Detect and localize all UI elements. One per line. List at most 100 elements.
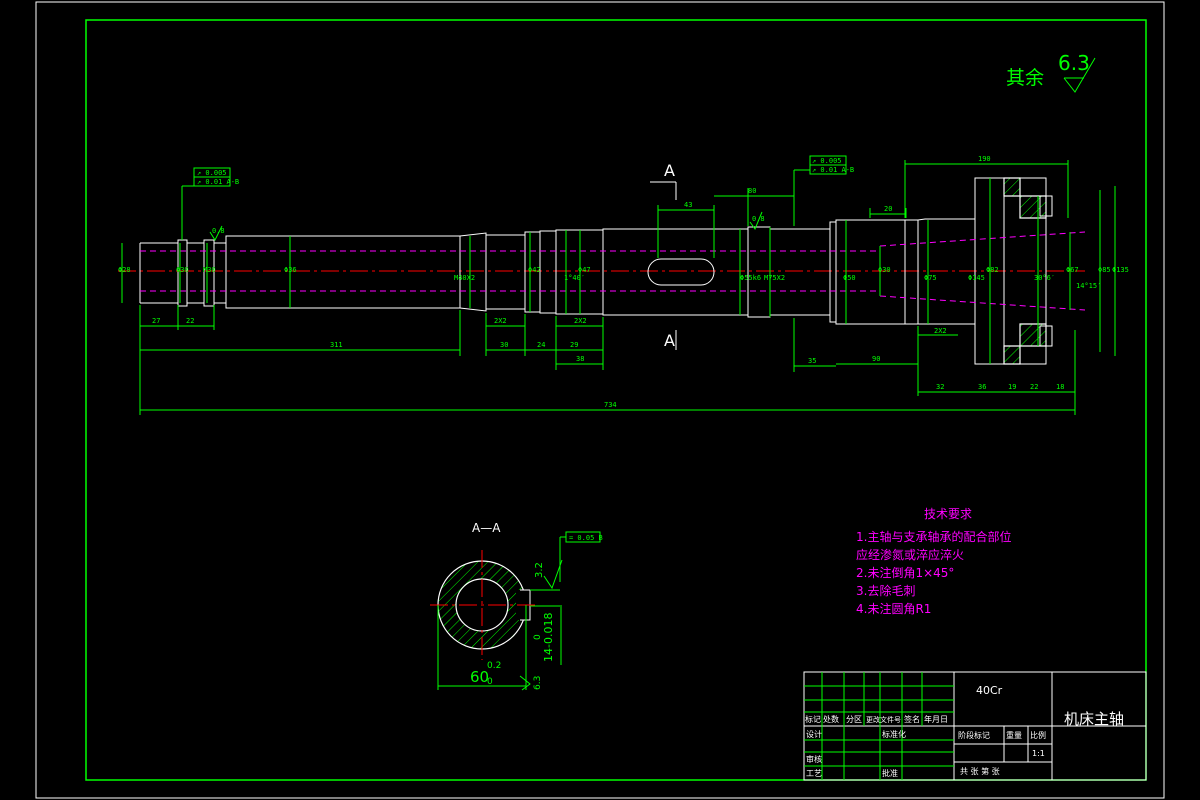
svg-text:Φ145: Φ145 xyxy=(968,274,985,282)
svg-text:A: A xyxy=(664,161,675,180)
svg-text:20: 20 xyxy=(884,205,892,213)
svg-text:80: 80 xyxy=(748,187,756,195)
tolerance-frame-right: ↗ 0.005 ↗ 0.01 A-B xyxy=(793,155,854,226)
svg-text:设计: 设计 xyxy=(806,729,822,739)
svg-text:2.未注倒角1×45°: 2.未注倒角1×45° xyxy=(856,565,954,580)
tech-requirements: 技术要求 1.主轴与支承轴承的配合部位 应经渗氮或淬应淬火 2.未注倒角1×45… xyxy=(856,507,1011,616)
outer-border xyxy=(35,1,1165,799)
svg-text:19: 19 xyxy=(1008,383,1016,391)
svg-text:Φ75: Φ75 xyxy=(924,274,937,282)
svg-text:Φ85: Φ85 xyxy=(1098,266,1111,274)
roughness-mark-icon xyxy=(543,559,563,590)
svg-text:机床主轴: 机床主轴 xyxy=(1064,710,1124,728)
svg-text:0.2: 0.2 xyxy=(487,661,501,671)
title-block: 标记 处数 分区 更改文件号 签名 年月日 设计 标准化 审核 工艺 批准 40… xyxy=(803,671,1147,781)
svg-text:38: 38 xyxy=(576,355,584,363)
svg-text:↗ 0.005: ↗ 0.005 xyxy=(197,169,227,177)
svg-text:22: 22 xyxy=(186,317,194,325)
svg-text:22: 22 xyxy=(1030,383,1038,391)
svg-text:311: 311 xyxy=(330,341,343,349)
svg-text:签名: 签名 xyxy=(904,714,920,724)
svg-text:6.3: 6.3 xyxy=(533,676,543,690)
dimension-lines: 734 311 30 24 29 38 27 22 2X2 2X2 43 80 xyxy=(140,155,1075,411)
svg-text:Φ135: Φ135 xyxy=(1112,266,1129,274)
svg-text:M30: M30 xyxy=(203,266,216,274)
svg-text:1:1: 1:1 xyxy=(1032,749,1045,758)
section-marker-top: A xyxy=(650,161,677,200)
shaft-main-view: Φ28 Φ30 M30 Φ36 M40X2 Φ42 1°40′ Φ47 Φ55k… xyxy=(118,155,1129,415)
svg-text:0.8: 0.8 xyxy=(212,227,225,235)
svg-text:分区: 分区 xyxy=(846,715,862,724)
svg-text:90: 90 xyxy=(872,355,880,363)
svg-text:14-0.018: 14-0.018 xyxy=(542,613,555,662)
svg-text:43: 43 xyxy=(684,201,692,209)
svg-text:35: 35 xyxy=(808,357,816,365)
svg-text:审核: 审核 xyxy=(806,754,822,764)
svg-text:标准化: 标准化 xyxy=(882,729,906,739)
svg-text:M40X2: M40X2 xyxy=(454,274,475,282)
svg-text:40Cr: 40Cr xyxy=(976,684,1003,697)
svg-text:标记: 标记 xyxy=(805,714,821,724)
svg-text:A: A xyxy=(664,331,675,350)
svg-text:M75X2: M75X2 xyxy=(764,274,785,282)
svg-text:1.主轴与支承轴承的配合部位: 1.主轴与支承轴承的配合部位 xyxy=(856,529,1011,544)
svg-text:A—A: A—A xyxy=(472,521,501,535)
svg-text:比例: 比例 xyxy=(1030,730,1046,740)
svg-text:6.3: 6.3 xyxy=(1058,51,1090,75)
svg-text:Φ67: Φ67 xyxy=(1066,266,1079,274)
svg-text:↗ 0.005: ↗ 0.005 xyxy=(812,157,842,165)
keyway-slot xyxy=(647,258,715,286)
section-marker-bottom: A xyxy=(664,330,677,350)
svg-text:应经渗氮或淬应淬火: 应经渗氮或淬应淬火 xyxy=(856,547,964,562)
inner-border xyxy=(85,19,1147,781)
svg-text:60: 60 xyxy=(470,668,489,686)
roughness-mark-icon xyxy=(519,675,531,691)
svg-text:处数: 处数 xyxy=(823,714,839,724)
roughness-mark-icon xyxy=(209,225,223,242)
svg-text:30°6′: 30°6′ xyxy=(1034,274,1055,282)
svg-text:190: 190 xyxy=(978,155,991,163)
svg-text:Φ55k6: Φ55k6 xyxy=(740,274,761,282)
svg-text:Φ30: Φ30 xyxy=(878,266,891,274)
roughness-mark-icon xyxy=(749,211,763,231)
svg-text:3.2: 3.2 xyxy=(534,562,545,578)
svg-text:27: 27 xyxy=(152,317,160,325)
svg-text:0.8: 0.8 xyxy=(752,215,765,223)
flange-section xyxy=(1003,177,1047,365)
svg-text:= 0.05 B: = 0.05 B xyxy=(569,534,603,542)
svg-text:↗ 0.01 A-B: ↗ 0.01 A-B xyxy=(197,178,239,186)
roughness-symbol-icon xyxy=(1063,57,1096,93)
svg-text:其余: 其余 xyxy=(1006,67,1044,89)
svg-text:24: 24 xyxy=(537,341,545,349)
svg-text:工艺: 工艺 xyxy=(806,769,822,778)
svg-text:0: 0 xyxy=(487,677,493,687)
svg-text:36: 36 xyxy=(978,383,986,391)
svg-text:2X2: 2X2 xyxy=(574,317,587,325)
svg-text:0: 0 xyxy=(533,634,543,640)
svg-text:2X2: 2X2 xyxy=(494,317,507,325)
svg-text:共 张 第 张: 共 张 第 张 xyxy=(960,766,1000,776)
tolerance-frame-left: ↗ 0.005 ↗ 0.01 A-B xyxy=(181,167,239,240)
svg-text:批准: 批准 xyxy=(882,768,898,778)
svg-text:4.未注圆角R1: 4.未注圆角R1 xyxy=(856,601,931,616)
svg-text:Φ82: Φ82 xyxy=(986,266,999,274)
section-view-aa: A—A 60 0.2 0 14-0.018 0 = 0.05 B 3.2 6.3 xyxy=(430,521,603,691)
svg-text:14°15′: 14°15′ xyxy=(1076,282,1101,290)
svg-text:Φ42: Φ42 xyxy=(528,266,541,274)
svg-text:更改文件号: 更改文件号 xyxy=(866,715,901,724)
svg-text:技术要求: 技术要求 xyxy=(924,507,972,521)
svg-text:Φ47: Φ47 xyxy=(578,266,591,274)
svg-text:18: 18 xyxy=(1056,383,1064,391)
svg-text:734: 734 xyxy=(604,401,617,409)
svg-text:Φ30: Φ30 xyxy=(176,266,189,274)
svg-text:年月日: 年月日 xyxy=(924,714,948,724)
svg-text:Φ28: Φ28 xyxy=(118,266,131,274)
svg-text:1°40′: 1°40′ xyxy=(564,274,585,282)
svg-text:Φ50: Φ50 xyxy=(843,274,856,282)
svg-text:30: 30 xyxy=(500,341,508,349)
svg-text:32: 32 xyxy=(936,383,944,391)
svg-text:Φ36: Φ36 xyxy=(284,266,297,274)
svg-text:3.去除毛刺: 3.去除毛刺 xyxy=(856,583,915,598)
svg-text:2X2: 2X2 xyxy=(934,327,947,335)
